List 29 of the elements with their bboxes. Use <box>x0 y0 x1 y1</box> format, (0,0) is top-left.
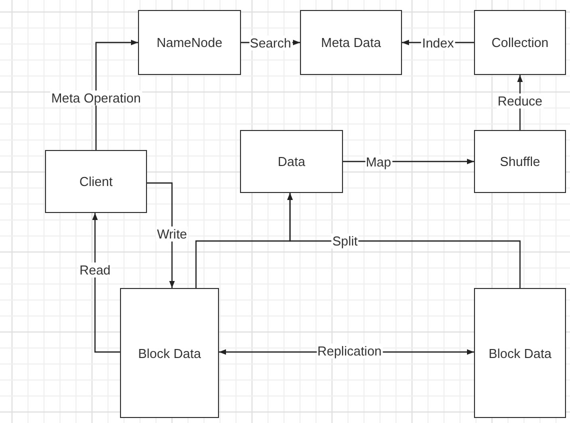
arrow <box>92 213 120 353</box>
edge-label: Map <box>364 154 392 169</box>
node-label: Block Data <box>488 346 552 360</box>
node-label: NameNode <box>156 35 222 50</box>
node-label: Data <box>278 154 306 169</box>
process-box <box>300 10 402 75</box>
edge-label: Meta Operation <box>50 90 142 106</box>
node-label: Collection <box>491 35 549 50</box>
node-label: Client <box>79 174 113 189</box>
node-label: Meta Data <box>321 35 381 50</box>
process-box <box>474 288 566 418</box>
arrow <box>147 182 175 288</box>
edge-label: Split <box>331 234 359 248</box>
process-box <box>45 150 147 213</box>
arrow <box>95 40 138 150</box>
edge-label: Index <box>421 35 455 50</box>
process-box <box>138 10 241 75</box>
process-box <box>120 288 219 418</box>
node-label: Shuffle <box>500 154 540 169</box>
edge-label: Reduce <box>496 94 544 108</box>
edge-label: Search <box>248 35 292 50</box>
process-box <box>474 10 566 75</box>
process-box <box>474 130 566 193</box>
arrow <box>287 193 521 288</box>
node-label: Block Data <box>138 346 201 360</box>
edge-label: Read <box>78 262 112 278</box>
process-box <box>240 130 343 193</box>
edge-label: Write <box>156 226 188 242</box>
edge-label: Replication <box>316 344 383 358</box>
